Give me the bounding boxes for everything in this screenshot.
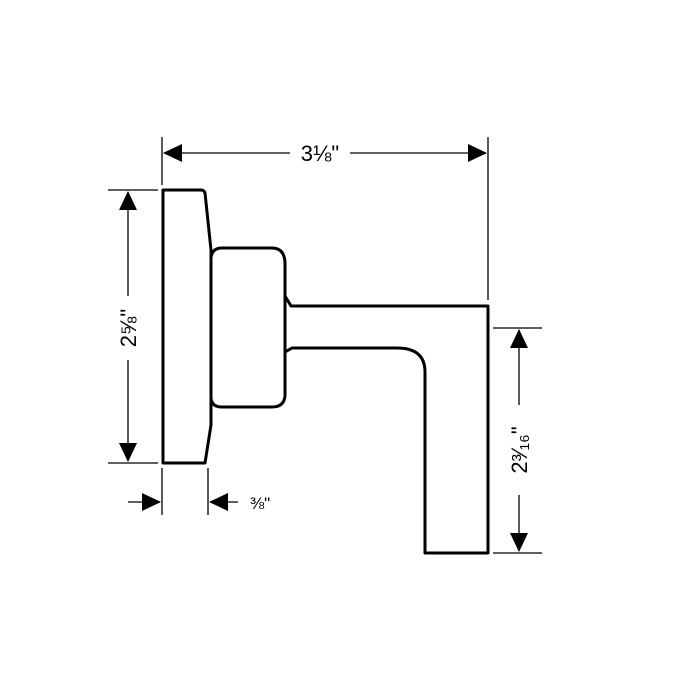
- arrowhead-plate-top: [119, 191, 137, 210]
- arrowhead-width-left: [163, 144, 182, 162]
- arrowhead-plate-bottom: [119, 443, 137, 462]
- dimension-escutcheon-depth: ⅜": [128, 493, 270, 513]
- arrowhead-handle-bottom: [510, 533, 528, 552]
- lever-handle: [283, 295, 490, 555]
- dimension-overall-width: 3⅛": [163, 141, 487, 166]
- arrowhead-depth-left: [142, 493, 161, 511]
- valve-hub: [209, 246, 287, 409]
- dimension-label-escutcheon-height: 2⅝": [116, 309, 141, 347]
- extension-lines: [108, 137, 542, 554]
- dimension-label-escutcheon-depth: ⅜": [250, 494, 270, 513]
- dimension-label-handle-height: 2³⁄₁₆": [507, 426, 532, 473]
- arrowhead-width-right: [468, 144, 487, 162]
- arrowhead-depth-right: [209, 493, 228, 511]
- product-outline: [161, 188, 490, 555]
- escutcheon-plate: [161, 188, 213, 465]
- arrowhead-handle-top: [510, 329, 528, 348]
- dimension-handle-height: 2³⁄₁₆": [507, 329, 532, 552]
- dimension-label-overall-width: 3⅛": [301, 141, 339, 166]
- dimension-escutcheon-height: 2⅝": [116, 191, 141, 462]
